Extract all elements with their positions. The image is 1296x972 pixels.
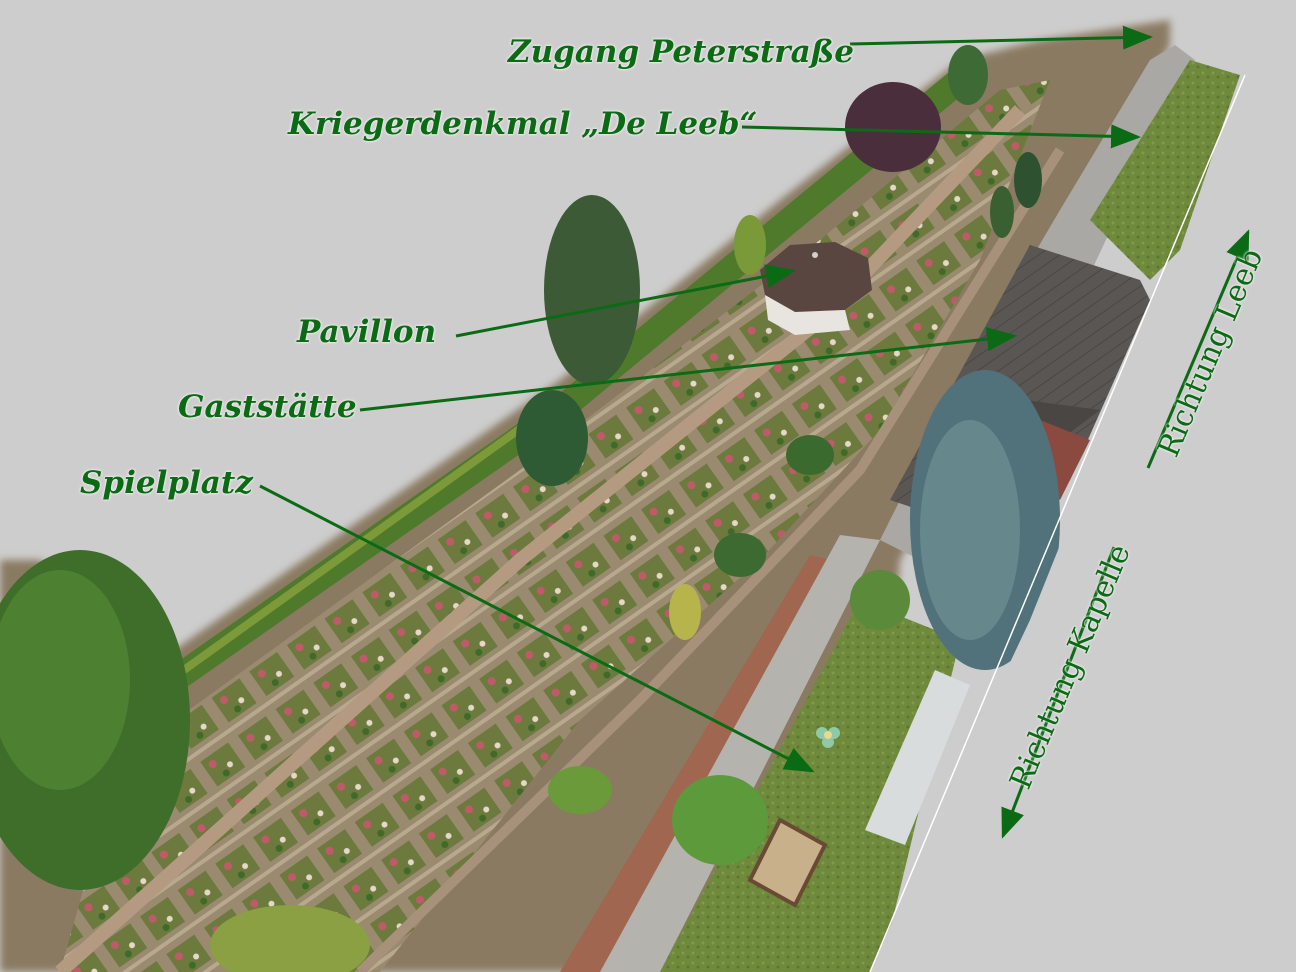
label-kriegerdenkmal: Kriegerdenkmal „De Leeb“ <box>288 106 758 142</box>
arrow-zugang <box>849 25 1153 50</box>
arrow-denkmal <box>741 124 1141 149</box>
arrow-richtung-leeb <box>1146 229 1250 469</box>
arrow-pavillon <box>455 264 796 338</box>
sandbox <box>747 817 828 908</box>
label-pavillon: Pavillon <box>297 314 437 350</box>
arrow-gaststaette <box>359 327 1017 412</box>
label-zugang-peterstrasse: Zugang Peterstraße <box>508 34 854 70</box>
label-spielplatz: Spielplatz <box>80 465 253 501</box>
playground-lawn <box>660 600 960 972</box>
annotation-arrows <box>259 25 1250 839</box>
shed-roof <box>865 670 970 845</box>
arrow-richtung-kapelle <box>1001 546 1116 839</box>
trees <box>0 45 1060 972</box>
memorial-lawn <box>1090 60 1240 280</box>
playground-table <box>816 727 840 748</box>
label-gaststaette: Gaststätte <box>178 389 357 425</box>
right-mask <box>870 60 1296 972</box>
arrow-spielplatz <box>259 484 815 773</box>
pavilion <box>760 242 872 335</box>
